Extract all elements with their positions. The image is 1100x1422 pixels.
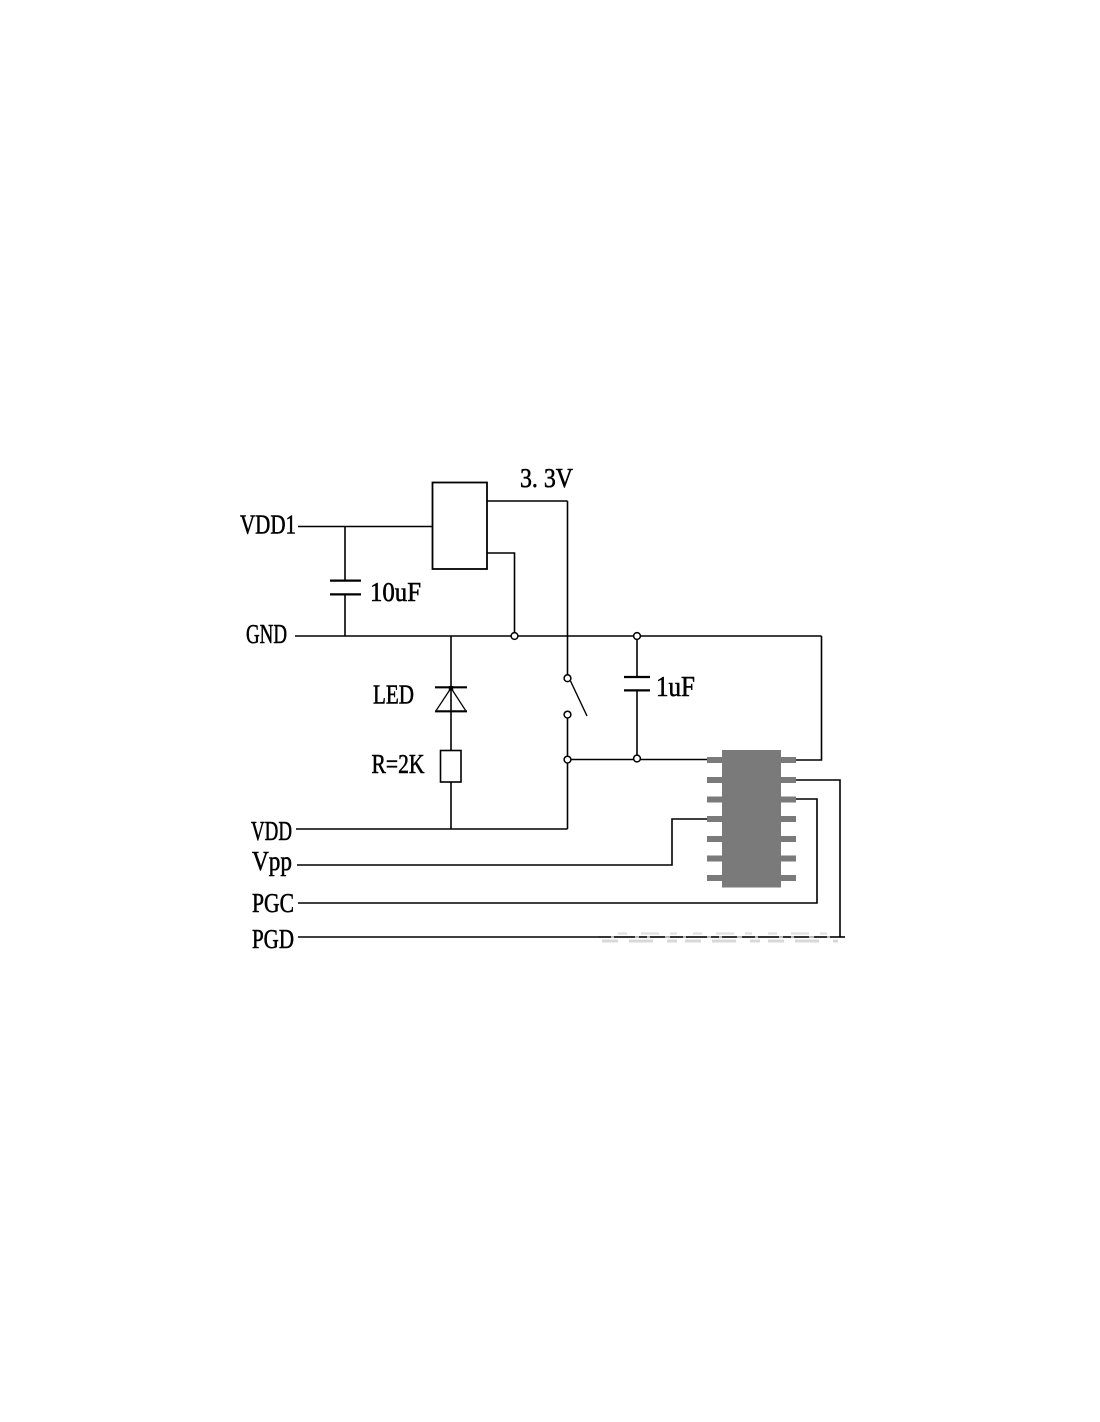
svg-text:3. 3V: 3. 3V (520, 463, 573, 493)
svg-text:GND: GND (246, 619, 287, 649)
svg-text:PGC: PGC (252, 888, 294, 918)
svg-text:LED: LED (373, 680, 414, 710)
svg-text:VDD: VDD (251, 816, 292, 846)
svg-text:10uF: 10uF (370, 577, 421, 607)
svg-text:VDD1: VDD1 (240, 510, 296, 540)
svg-text:Vpp: Vpp (252, 846, 292, 876)
svg-text:1uF: 1uF (656, 672, 695, 703)
svg-text:PGD: PGD (252, 924, 294, 954)
svg-text:R=2K: R=2K (372, 749, 425, 779)
